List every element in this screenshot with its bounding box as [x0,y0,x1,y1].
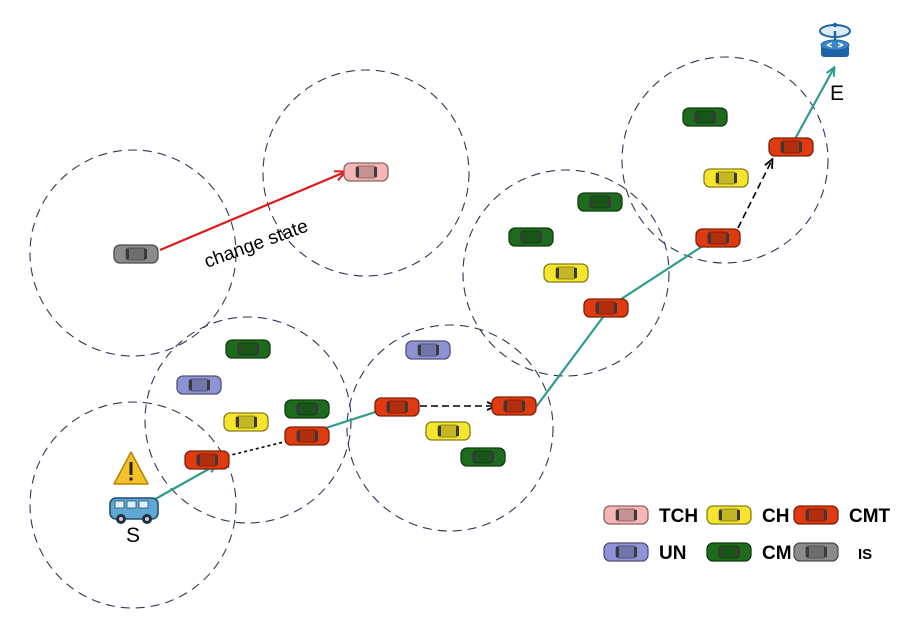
forward-arrow [737,160,772,229]
vehicle-cm [225,339,271,359]
legend-swatch-cm [706,542,752,562]
legend-swatch-cmt [793,505,839,525]
range-circle [621,56,829,264]
vehicle-cm [284,399,330,419]
router-tower-icon [819,22,851,57]
legend-swatch-ch [706,505,752,525]
range-circle [29,401,237,609]
vehicle-cm [508,227,554,247]
vehicle-cmt [583,298,629,318]
vehicle-un [405,340,451,360]
vehicle-ch [543,263,589,283]
legend: TCH CH CMT UN CM IS [603,505,891,564]
vehicle-is [113,244,159,264]
vehicle-ch [425,421,471,441]
path-segment [535,305,612,408]
vehicle-ch [703,168,749,188]
vehicle-cmt [374,397,420,417]
vehicle-cmt [695,228,741,248]
vehicle-cmt [768,137,814,157]
vehicle-cm [577,192,623,212]
vehicle-un [176,375,222,395]
path-segment [789,68,834,149]
legend-label-un: UN [659,543,686,564]
vehicles [113,107,814,470]
start-node-label: S [126,524,140,547]
range-circle [462,169,670,377]
range-circle [262,69,470,277]
legend-label-tch: TCH [659,506,698,527]
bus-icon [109,497,159,524]
legend-swatch-un [603,542,649,562]
vehicle-cm [682,107,728,127]
legend-label-ch: CH [762,506,789,527]
vehicle-tch [343,162,389,182]
legend-swatch-is [793,542,839,562]
legend-label-is: IS [858,546,872,563]
range-circle [346,324,554,532]
range-circles [29,56,829,609]
vehicle-ch [223,412,269,432]
path-segment [149,465,216,503]
vehicle-cmt [491,396,537,416]
end-node-label: E [830,82,844,105]
path-segment [611,240,712,306]
warning-icon [113,451,149,485]
legend-label-cm: CM [762,543,792,564]
vehicle-cm [460,447,506,467]
legend-label-cmt: CMT [849,506,891,527]
routing-path [149,68,834,503]
vehicle-cmt [184,450,230,470]
change-state-label: change state [202,216,311,273]
change-state-arrow [159,172,345,252]
range-circle [29,149,237,357]
legend-swatch-tch [603,505,649,525]
vehicle-cmt [284,426,330,446]
